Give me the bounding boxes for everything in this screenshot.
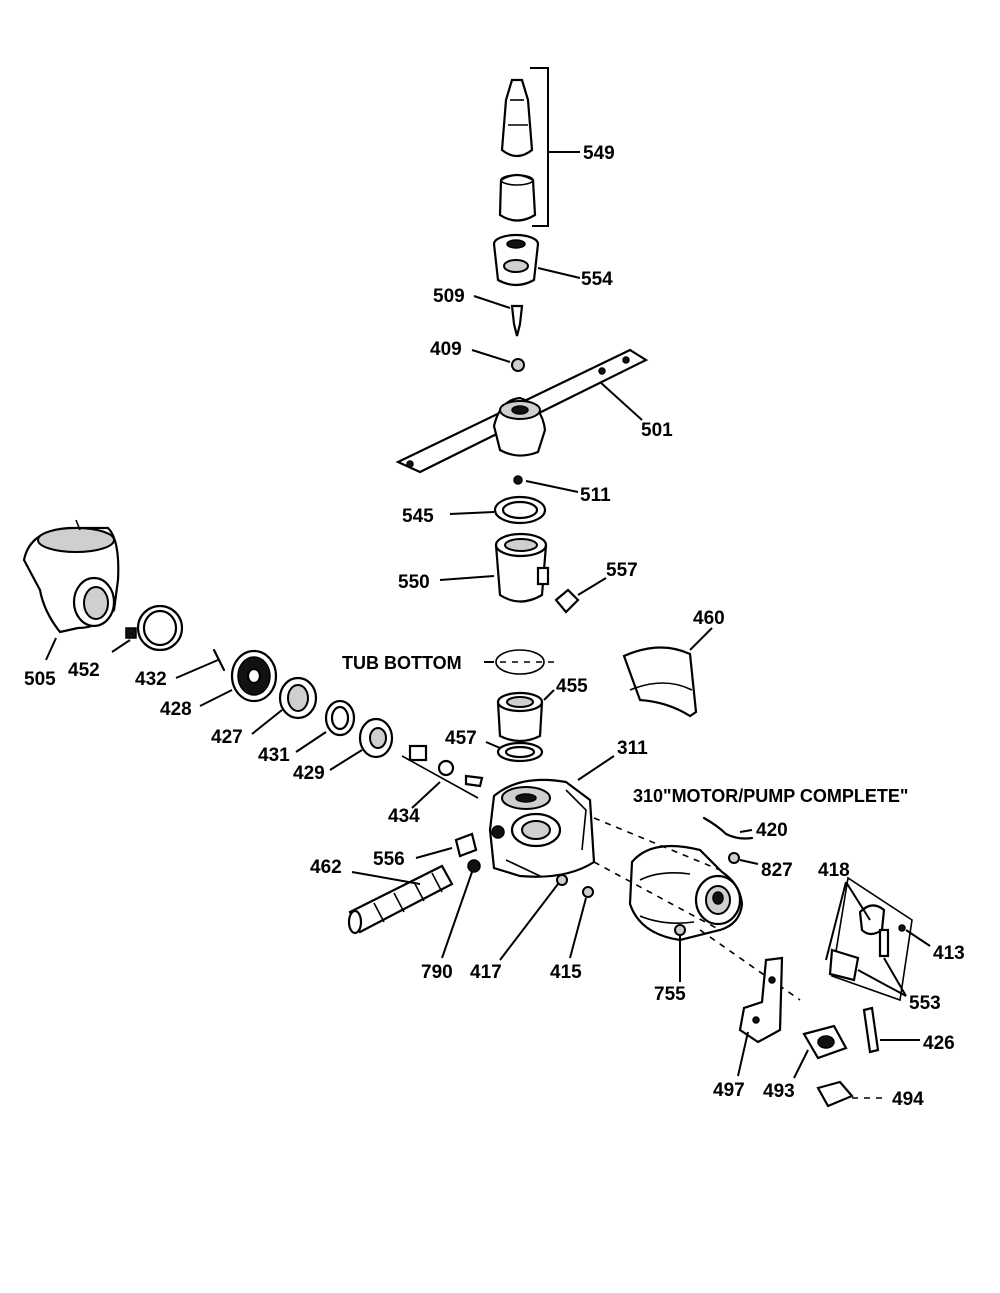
part-457	[485, 741, 544, 763]
label-556: 556	[373, 849, 405, 870]
label-452: 452	[68, 660, 100, 681]
part-497-bracket	[737, 956, 784, 1077]
part-434-screws	[401, 744, 484, 809]
part-431	[295, 699, 356, 753]
part-494	[816, 1080, 888, 1108]
label-550: 550	[398, 572, 430, 593]
label-827: 827	[761, 860, 793, 881]
label-429: 429	[293, 763, 325, 784]
part-501-spray-arm	[395, 348, 649, 474]
label-497: 497	[713, 1080, 745, 1101]
part-505-drain-housing	[22, 519, 120, 661]
label-428: 428	[160, 699, 192, 720]
part-460-cover	[622, 627, 713, 718]
part-426	[862, 1006, 920, 1054]
part-790	[441, 859, 481, 959]
part-550-housing	[439, 532, 550, 603]
label-426: 426	[923, 1033, 955, 1054]
label-427: 427	[211, 727, 243, 748]
part-417	[499, 874, 568, 961]
part-545-ring	[449, 495, 547, 525]
part-549-spray-tower	[498, 67, 580, 227]
label-557: 557	[606, 560, 638, 581]
part-755	[674, 924, 686, 982]
label-505: 505	[24, 669, 56, 690]
part-418-bracket	[825, 876, 913, 1002]
part-427	[251, 676, 318, 735]
label-457: 457	[445, 728, 477, 749]
part-432	[175, 648, 226, 679]
part-452-clamp	[111, 604, 184, 653]
label-501: 501	[641, 420, 673, 441]
label-494: 494	[892, 1089, 924, 1110]
label-493: 493	[763, 1081, 795, 1102]
label-413: 413	[933, 943, 965, 964]
part-554	[492, 233, 581, 287]
part-428-impeller	[199, 649, 278, 707]
part-311-pump-housing	[488, 755, 615, 878]
note-tub-bottom: TUB BOTTOM	[342, 653, 462, 673]
part-509	[473, 295, 524, 337]
label-553: 553	[909, 993, 941, 1014]
part-557	[554, 577, 607, 614]
part-415	[569, 886, 594, 959]
label-420: 420	[756, 820, 788, 841]
part-455	[496, 689, 555, 743]
label-434: 434	[388, 806, 420, 827]
part-429	[329, 717, 394, 771]
part-462-hose	[347, 864, 454, 935]
part-827	[728, 852, 759, 865]
label-509: 509	[433, 286, 465, 307]
part-420-wire	[702, 816, 754, 840]
label-417: 417	[470, 962, 502, 983]
part-511	[513, 475, 579, 493]
label-409: 409	[430, 339, 462, 360]
callout-labels: 549 554 509 409 501 511 545 550 557 505 …	[24, 143, 965, 1110]
label-549: 549	[583, 143, 615, 164]
part-553-spring	[857, 928, 907, 997]
label-462: 462	[310, 857, 342, 878]
part-493	[793, 1024, 848, 1079]
label-511: 511	[580, 485, 611, 506]
part-556	[415, 832, 478, 859]
label-418: 418	[818, 860, 850, 881]
label-545: 545	[402, 506, 434, 527]
part-310-motor	[593, 817, 801, 1001]
note-motor-pump-complete: 310"MOTOR/PUMP COMPLETE"	[633, 786, 908, 806]
label-755: 755	[654, 984, 686, 1005]
part-413	[898, 924, 931, 947]
label-432: 432	[135, 669, 167, 690]
part-409	[471, 349, 525, 372]
label-311: 311	[617, 738, 648, 759]
label-431: 431	[258, 745, 290, 766]
label-554: 554	[581, 269, 613, 290]
label-455: 455	[556, 676, 588, 697]
label-790: 790	[421, 962, 453, 983]
label-460: 460	[693, 608, 725, 629]
tub-bottom-ring	[484, 649, 560, 675]
label-415: 415	[550, 962, 582, 983]
